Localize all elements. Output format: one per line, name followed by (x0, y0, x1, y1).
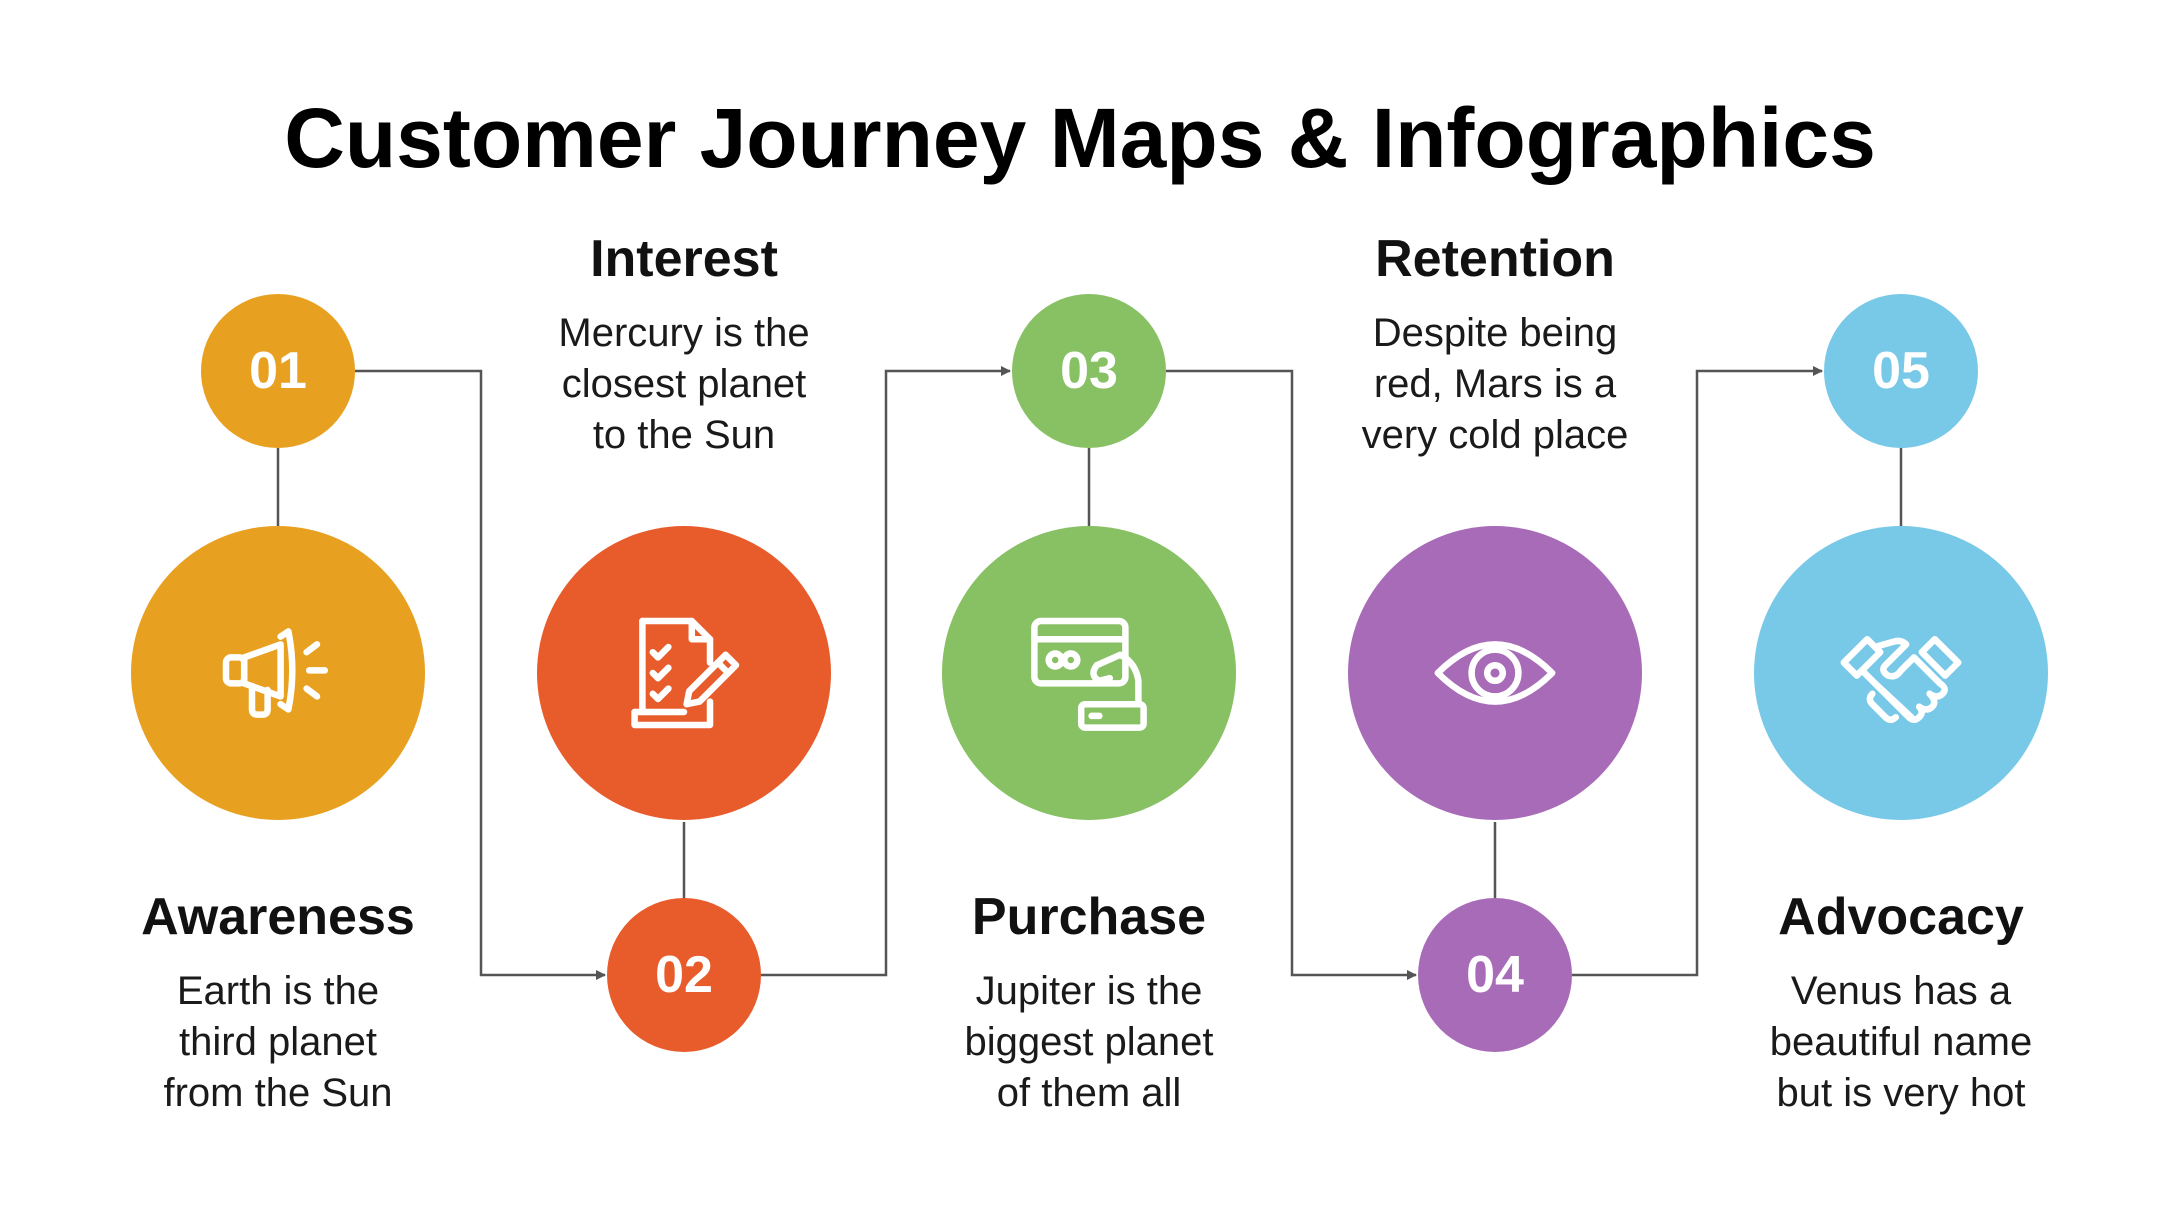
connector-02-03 (761, 366, 1011, 977)
stage-3-number-badge: 03 (1012, 294, 1166, 448)
connector-04-05 (1572, 366, 1823, 977)
stage-1-title: Awareness (141, 888, 415, 946)
megaphone-icon (222, 628, 329, 718)
stage-4-icon-circle (1348, 526, 1642, 820)
stage-5-title: Advocacy (1778, 888, 2024, 946)
stage-3-title: Purchase (971, 888, 1207, 946)
stage-3-description: Jupiter is the biggest planet of them al… (964, 969, 1214, 1115)
checklist-pen-icon (631, 617, 740, 729)
stage-1-number-badge: 01 (201, 294, 355, 448)
stage-2-icon-circle (537, 526, 831, 820)
stage-2-description: Mercury is the closest planet to the Sun (558, 311, 810, 457)
eye-icon (1434, 641, 1556, 705)
stage-4-description: Despite being red, Mars is a very cold p… (1361, 311, 1629, 457)
stage-4-number-badge: 04 (1418, 898, 1572, 1052)
page-title: Customer Journey Maps & Infographics (284, 91, 1876, 185)
stage-5-number-badge: 05 (1824, 294, 1978, 448)
stage-2-title: Interest (590, 230, 778, 288)
stage-5-description: Venus has a beautiful name but is very h… (1769, 969, 2033, 1115)
credit-card-hand-icon (1031, 617, 1147, 731)
handshake-icon (1840, 635, 1962, 724)
stage-5-icon-circle (1754, 526, 2048, 820)
connector-03-04 (1166, 369, 1417, 980)
stage-1-icon-circle (131, 526, 425, 820)
connector-01-02 (355, 369, 606, 980)
stage-1-description: Earth is the third planet from the Sun (163, 969, 393, 1115)
stage-3-icon-circle (942, 526, 1236, 820)
stage-4-title: Retention (1375, 230, 1615, 288)
stage-2-number-badge: 02 (607, 898, 761, 1052)
